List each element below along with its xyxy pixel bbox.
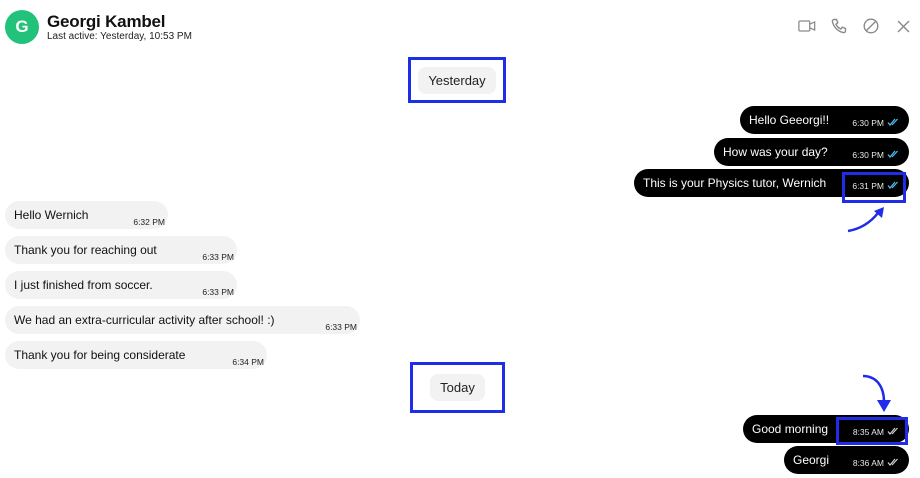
header-actions	[798, 17, 912, 35]
message-time: 6:31 PM	[852, 181, 884, 191]
message-meta: 6:30 PM	[852, 118, 900, 128]
phone-icon	[831, 18, 847, 34]
annotation-arrow-icon	[862, 374, 891, 412]
message-text: This is your Physics tutor, Wernich	[643, 176, 827, 190]
message-text: Thank you for reaching out	[14, 243, 157, 257]
delivered-checkmarks-icon	[887, 458, 900, 468]
delivered-receipt-highlight-box	[836, 417, 908, 445]
yesterday-highlight-box: Yesterday	[408, 57, 506, 103]
read-checkmarks-icon	[887, 118, 900, 128]
incoming-message[interactable]: Thank you for reaching out 6:33 PM	[5, 236, 237, 264]
message-time: 6:30 PM	[852, 150, 884, 160]
message-meta: 6:30 PM	[852, 150, 900, 160]
read-checkmarks-icon	[887, 150, 900, 160]
outgoing-message[interactable]: Georgi 8:36 AM	[784, 446, 909, 474]
message-time: 8:35 AM	[852, 427, 884, 437]
block-user-button[interactable]	[862, 17, 880, 35]
message-text: How was your day?	[723, 145, 828, 159]
date-divider-today: Today	[430, 374, 485, 401]
chat-header: G Georgi Kambel Last active: Yesterday, …	[0, 0, 920, 56]
video-call-button[interactable]	[798, 17, 816, 35]
message-time: 6:33 PM	[325, 322, 357, 332]
annotation-arrow-icon	[847, 207, 884, 233]
message-time: 6:34 PM	[232, 357, 264, 367]
today-highlight-box: Today	[410, 362, 505, 413]
read-checkmarks-icon	[887, 181, 900, 191]
message-text: Georgi	[793, 453, 830, 467]
incoming-message[interactable]: Thank you for being considerate 6:34 PM	[5, 341, 267, 369]
message-text: Hello Geeorgi!!	[749, 113, 830, 127]
message-text: Thank you for being considerate	[14, 348, 186, 362]
message-time: 6:33 PM	[202, 287, 234, 297]
outgoing-message[interactable]: Hello Geeorgi!! 6:30 PM	[740, 106, 909, 134]
last-active-status: Last active: Yesterday, 10:53 PM	[47, 31, 192, 42]
video-icon	[798, 20, 816, 32]
message-text: I just finished from soccer.	[14, 278, 153, 292]
date-divider-yesterday: Yesterday	[418, 66, 496, 94]
message-text: Hello Wernich	[14, 208, 89, 222]
message-text: We had an extra-curricular activity afte…	[14, 313, 275, 327]
message-time: 6:33 PM	[202, 252, 234, 262]
message-text: Good morning	[752, 422, 829, 436]
voice-call-button[interactable]	[830, 17, 848, 35]
message-time: 6:32 PM	[133, 217, 165, 227]
avatar[interactable]: G	[5, 10, 39, 44]
message-meta: 8:35 AM	[853, 427, 900, 437]
close-chat-button[interactable]	[894, 17, 912, 35]
read-receipt-highlight-box	[842, 172, 906, 203]
message-time: 8:36 AM	[852, 458, 884, 468]
block-icon	[863, 18, 879, 34]
outgoing-message[interactable]: How was your day? 6:30 PM	[714, 138, 909, 166]
message-meta: 8:36 AM	[853, 458, 900, 468]
incoming-message[interactable]: Hello Wernich 6:32 PM	[5, 201, 168, 229]
message-time: 6:30 PM	[852, 118, 884, 128]
close-icon	[897, 20, 909, 32]
delivered-checkmarks-icon	[887, 427, 900, 437]
contact-name: Georgi Kambel	[47, 12, 166, 31]
incoming-message[interactable]: I just finished from soccer. 6:33 PM	[5, 271, 237, 299]
incoming-message[interactable]: We had an extra-curricular activity afte…	[5, 306, 360, 334]
message-meta: 6:31 PM	[852, 181, 900, 191]
